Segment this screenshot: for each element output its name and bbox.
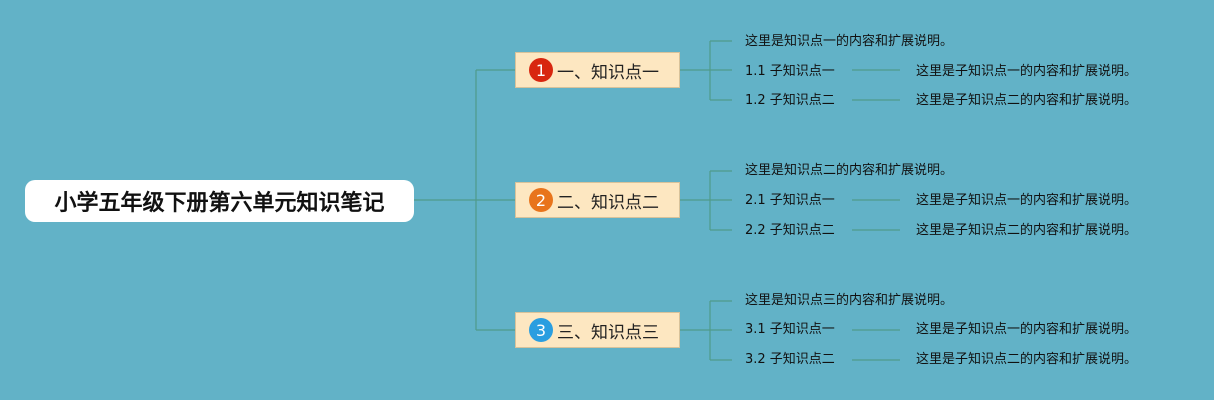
number-3-badge-icon: 3 <box>529 318 553 342</box>
subtopic-1-2-description[interactable]: 这里是子知识点二的内容和扩展说明。 <box>916 93 1138 108</box>
branch-2-description[interactable]: 这里是知识点二的内容和扩展说明。 <box>745 163 954 178</box>
subtopic-2-2-description[interactable]: 这里是子知识点二的内容和扩展说明。 <box>916 223 1138 238</box>
branch-3-description[interactable]: 这里是知识点三的内容和扩展说明。 <box>745 293 954 308</box>
subtopic-1-1-description[interactable]: 这里是子知识点一的内容和扩展说明。 <box>916 64 1138 79</box>
number-2-badge-icon: 2 <box>529 188 553 212</box>
subtopic-3-1-description[interactable]: 这里是子知识点一的内容和扩展说明。 <box>916 322 1138 337</box>
branch-label: 一、知识点一 <box>557 62 659 83</box>
subtopic-3-2[interactable]: 3.2 子知识点二 <box>745 352 835 367</box>
subtopic-2-1[interactable]: 2.1 子知识点一 <box>745 193 835 208</box>
branch-label: 二、知识点二 <box>557 192 659 213</box>
subtopic-2-2[interactable]: 2.2 子知识点二 <box>745 223 835 238</box>
subtopic-1-2[interactable]: 1.2 子知识点二 <box>745 93 835 108</box>
root-topic[interactable]: 小学五年级下册第六单元知识笔记 <box>25 180 414 222</box>
branch-1-description[interactable]: 这里是知识点一的内容和扩展说明。 <box>745 34 954 49</box>
branch-label: 三、知识点三 <box>557 322 659 343</box>
subtopic-3-2-description[interactable]: 这里是子知识点二的内容和扩展说明。 <box>916 352 1138 367</box>
subtopic-2-1-description[interactable]: 这里是子知识点一的内容和扩展说明。 <box>916 193 1138 208</box>
subtopic-3-1[interactable]: 3.1 子知识点一 <box>745 322 835 337</box>
branch-topic-3[interactable]: 3 三、知识点三 <box>515 312 680 348</box>
branch-topic-2[interactable]: 2 二、知识点二 <box>515 182 680 218</box>
subtopic-1-1[interactable]: 1.1 子知识点一 <box>745 64 835 79</box>
number-1-badge-icon: 1 <box>529 58 553 82</box>
branch-topic-1[interactable]: 1 一、知识点一 <box>515 52 680 88</box>
